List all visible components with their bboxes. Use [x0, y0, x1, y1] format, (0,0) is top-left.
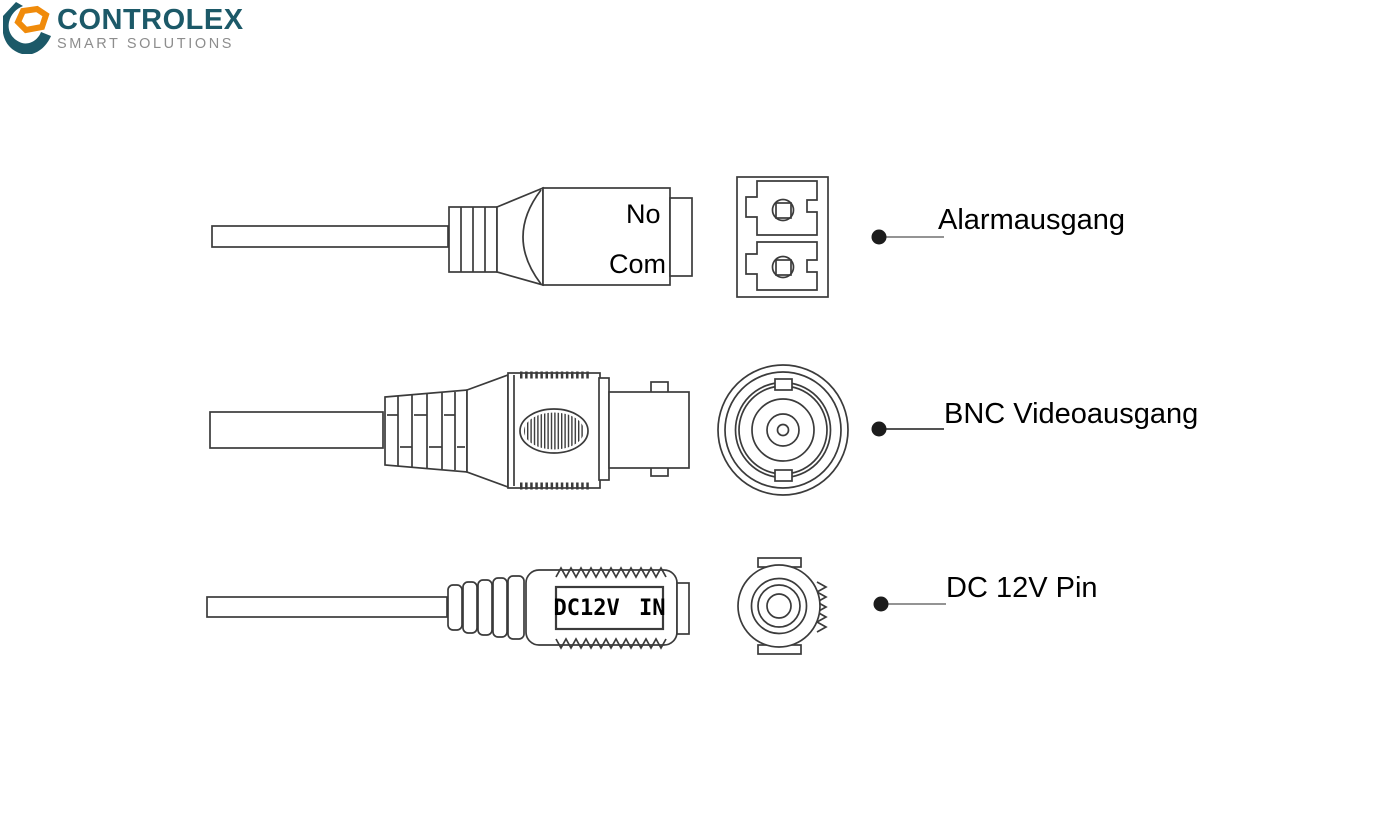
controlex-logo-icon [3, 2, 51, 54]
bnc-barrel [608, 391, 690, 469]
callout-bnc [871, 421, 944, 437]
dc-strain-bead [492, 577, 508, 638]
bnc-front-slot-top [774, 378, 793, 391]
callout-label-dc: DC 12V Pin [946, 572, 1098, 604]
dc-front-knurl [815, 581, 828, 633]
alarm-body [542, 187, 671, 286]
alarm-taper [496, 186, 544, 287]
logo-brand: CONTROLEX [57, 4, 244, 36]
callout-dot [871, 229, 887, 245]
dc-center-hole [766, 593, 792, 619]
callout-label-bnc: BNC Videoausgang [944, 398, 1199, 430]
callout-label-alarm: Alarmausgang [938, 204, 1125, 236]
pin-label-com: Com [609, 249, 667, 279]
bnc-center-pin [776, 423, 790, 437]
terminal-outline [736, 176, 829, 298]
dc-body-label: DC12V IN [553, 595, 666, 621]
bnc-taper [466, 373, 509, 489]
bnc-flange [598, 377, 610, 481]
terminal-slot-top [745, 180, 818, 236]
dc-connector-front [737, 557, 828, 655]
bnc-cable [209, 411, 384, 449]
logo-text: CONTROLEX SMART SOLUTIONS [57, 5, 244, 52]
dc-cable [206, 596, 448, 618]
bnc-connector-front [717, 364, 849, 496]
bnc-connector-side [209, 371, 690, 490]
dc-end-cap [676, 582, 690, 635]
pin-label-no: No [626, 199, 661, 229]
callout-dot [871, 421, 887, 437]
dc-strain-bead [477, 579, 493, 636]
alarm-end-cap [669, 197, 693, 277]
dc-strain-bead [462, 581, 478, 634]
terminal-screw-top [771, 198, 795, 222]
logo-swoosh [3, 2, 51, 54]
dc-knurl-bottom [555, 637, 667, 650]
dc-strain-bead [507, 575, 525, 640]
logo-hexagon [14, 5, 50, 34]
dc-knurl-top [555, 566, 667, 579]
terminal-screw-bottom [771, 255, 795, 279]
callout-dot [873, 596, 889, 612]
dc-label-box [554, 585, 665, 631]
logo-tagline: SMART SOLUTIONS [57, 36, 235, 52]
callout-alarm [871, 229, 944, 245]
dc-connector-side [206, 566, 690, 650]
alarm-terminal-front [736, 176, 829, 298]
alarm-cable [211, 225, 449, 248]
terminal-slot-bottom [745, 241, 818, 291]
bnc-front-slot-bottom [774, 469, 793, 482]
dc-strain-bead [447, 584, 463, 631]
alarm-boot-curve [522, 189, 542, 285]
alarm-connector-side [211, 186, 693, 287]
callout-dc [873, 596, 946, 612]
